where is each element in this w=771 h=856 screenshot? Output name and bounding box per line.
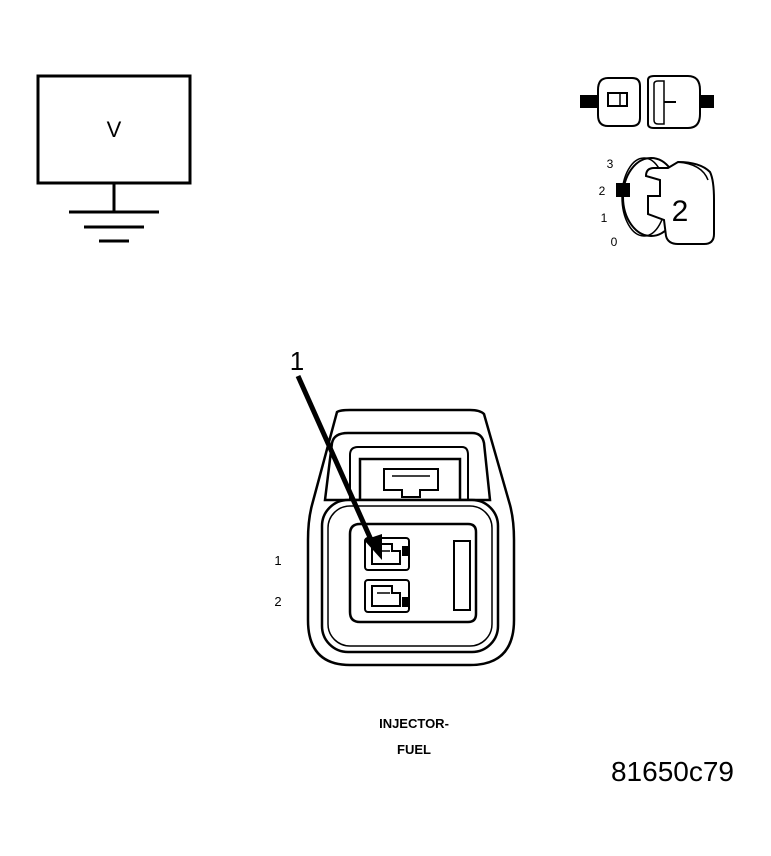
callout-number: 1 (290, 346, 304, 376)
voltmeter-symbol: V (36, 74, 192, 243)
voltmeter-label: V (107, 117, 122, 142)
pin-label-1: 1 (274, 553, 281, 568)
connector-disconnect-icon (580, 75, 714, 129)
voltmeter-box (36, 74, 192, 185)
injector-connector: 1 2 (274, 408, 516, 667)
pin-label-2: 2 (274, 594, 281, 609)
key-position-1: 1 (601, 211, 608, 225)
key-position-2: 2 (599, 184, 606, 198)
key-switch-icon: 2 3 2 1 0 (599, 157, 715, 249)
connector-caption-line2: FUEL (397, 742, 431, 757)
key-position-3: 3 (607, 157, 614, 171)
pin-2-terminal (364, 579, 410, 613)
connector-caption-line1: INJECTOR- (379, 716, 449, 731)
ground-icon (69, 210, 159, 243)
figure-id: 81650c79 (611, 756, 734, 787)
key-position-0: 0 (611, 235, 618, 249)
callout-arrow: 1 (290, 346, 382, 560)
key-selected-position: 2 (672, 195, 689, 228)
